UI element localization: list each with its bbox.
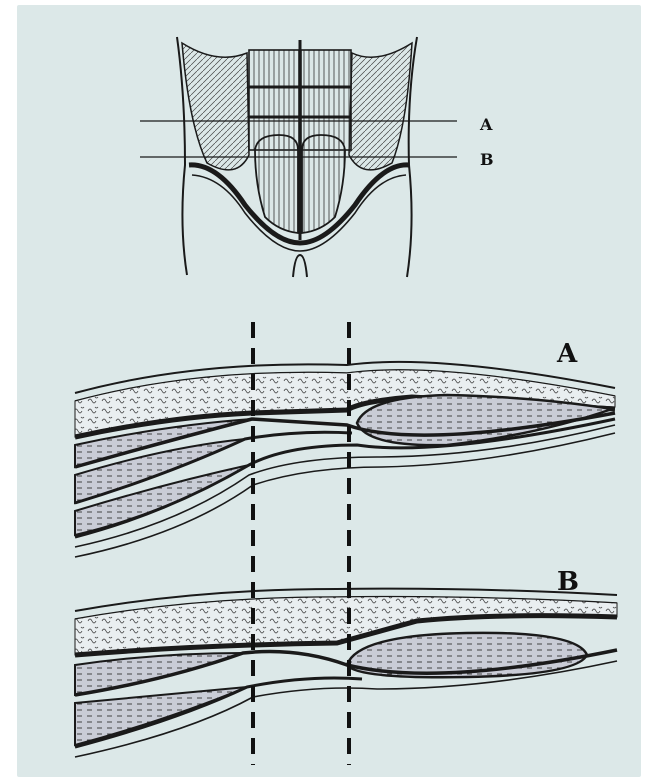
right-oblique-muscle: [349, 43, 412, 170]
oblique-b-2: [75, 687, 247, 745]
oblique-b-1: [75, 653, 243, 695]
anatomy-figure: A B A B: [17, 5, 641, 777]
rectus-left-lower: [255, 135, 298, 233]
torso-label-b: B: [480, 150, 494, 169]
section-label-a: A: [556, 339, 578, 369]
cross-section-b: [75, 589, 617, 757]
rectus-abdominis: [249, 40, 351, 240]
cross-section-a: [75, 362, 615, 557]
torso-label-a: A: [479, 115, 493, 134]
left-oblique-muscle: [182, 43, 249, 170]
section-label-b: B: [557, 567, 579, 597]
rectus-right-lower: [302, 135, 345, 233]
pubic-outline: [293, 255, 307, 277]
torso-illustration: [140, 37, 457, 277]
